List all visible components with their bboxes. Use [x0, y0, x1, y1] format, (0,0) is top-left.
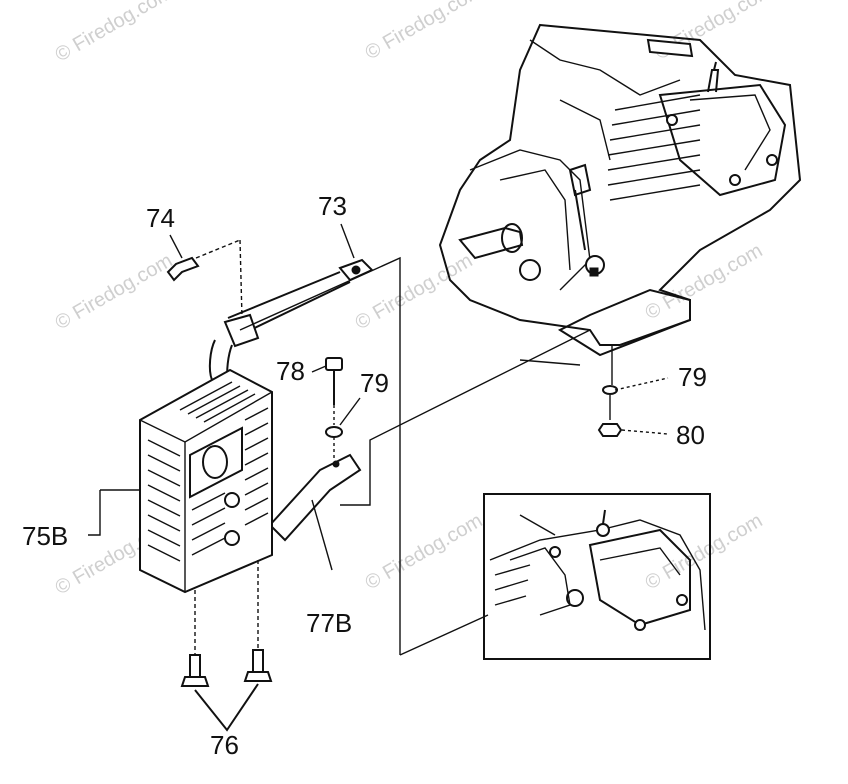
watermark: © Firedog.com [352, 250, 477, 335]
callout-79-right: 79 [678, 362, 707, 392]
bracket-77b [268, 453, 362, 571]
callout-75b: 75B [22, 521, 68, 551]
callout-74: 74 [146, 203, 175, 233]
engine-drawing [438, 23, 802, 385]
callout-76: 76 [210, 730, 239, 760]
watermark: © Firedog.com [642, 240, 767, 325]
gasket-73 [338, 223, 374, 282]
inset-detail [483, 493, 711, 660]
guide-lines [239, 256, 591, 656]
washer-79-right [602, 377, 669, 420]
watermark: © Firedog.com [642, 510, 767, 595]
muffler-75b [88, 368, 273, 594]
callout-77b: 77B [306, 608, 352, 638]
callout-73: 73 [318, 191, 347, 221]
callout-labels: 73 74 75B 76 77B 78 79 79 80 [22, 191, 707, 760]
callout-80: 80 [676, 420, 705, 450]
watermark: © Firedog.com [52, 250, 177, 335]
watermark: © Firedog.com [52, 0, 177, 66]
watermark: © Firedog.com [362, 510, 487, 595]
watermark: © Firedog.com [362, 0, 487, 64]
bolt-74 [166, 234, 243, 319]
nut-80 [597, 423, 669, 437]
washer-79-left [325, 397, 361, 460]
callout-78: 78 [276, 356, 305, 386]
bolts-76 [180, 560, 273, 732]
callout-79-left: 79 [360, 368, 389, 398]
bolt-78 [311, 357, 343, 425]
